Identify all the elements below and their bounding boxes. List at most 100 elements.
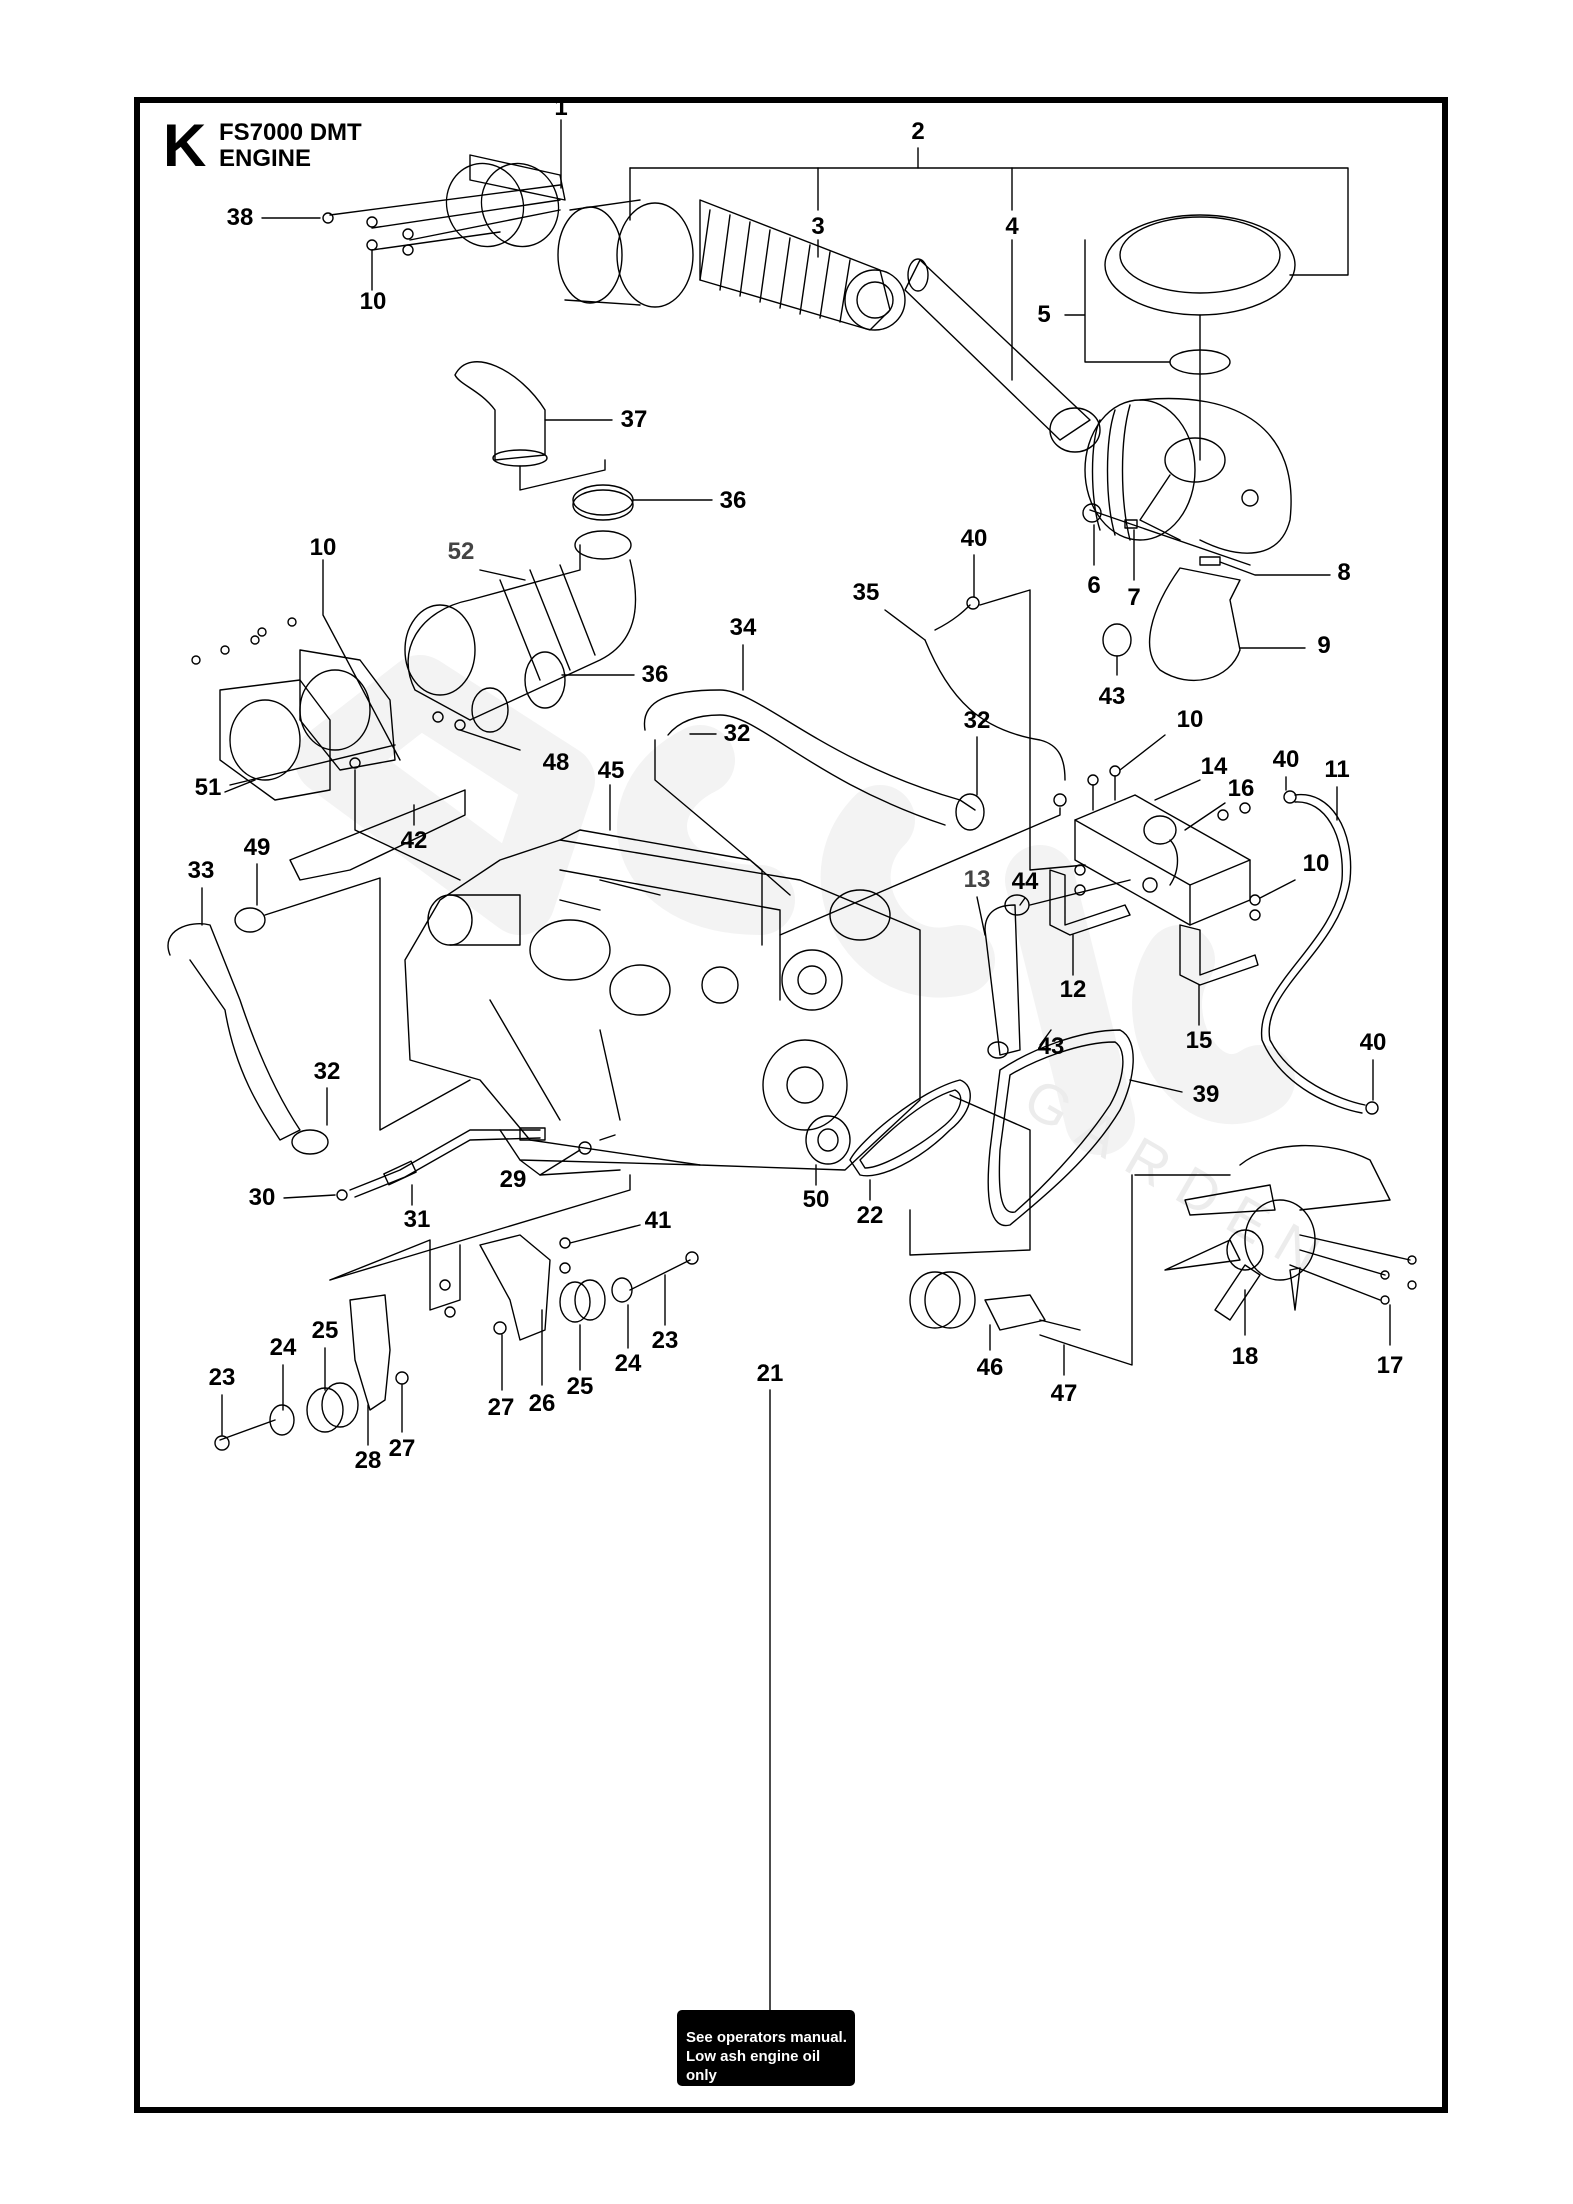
callout-45-engine[interactable]: 45 bbox=[597, 757, 625, 784]
callout-10-screw[interactable]: 10 bbox=[1302, 850, 1330, 877]
callout-50-pulley[interactable]: 50 bbox=[802, 1186, 830, 1213]
callout-3-filter-element[interactable]: 3 bbox=[811, 213, 825, 240]
callout-42-heat-shield[interactable]: 42 bbox=[400, 827, 428, 854]
callout-32-hose-clamp[interactable]: 32 bbox=[313, 1058, 341, 1085]
callout-32-hose-clamp[interactable]: 32 bbox=[963, 707, 991, 734]
callout-17-screw[interactable]: 17 bbox=[1376, 1352, 1404, 1379]
callout-7-fitting[interactable]: 7 bbox=[1127, 584, 1141, 611]
callout-32-hose-clamp[interactable]: 32 bbox=[723, 720, 751, 747]
callout-27-nut[interactable]: 27 bbox=[388, 1435, 416, 1462]
heat-shield bbox=[289, 711, 521, 881]
callout-29-fitting[interactable]: 29 bbox=[499, 1166, 527, 1193]
callout-43-clamp[interactable]: 43 bbox=[1037, 1033, 1065, 1060]
callout-23-bolt[interactable]: 23 bbox=[651, 1327, 679, 1354]
callout-15-bracket[interactable]: 15 bbox=[1185, 1027, 1213, 1054]
callout-44-clamp[interactable]: 44 bbox=[1011, 868, 1039, 895]
engine-mounts bbox=[214, 1174, 699, 1451]
section-title: ENGINE bbox=[219, 145, 312, 172]
callout-10-screw[interactable]: 10 bbox=[359, 288, 387, 315]
callout-16-cap-hose[interactable]: 16 bbox=[1227, 775, 1255, 802]
exhaust-pipe bbox=[454, 361, 613, 491]
air-cleaner-body bbox=[1082, 397, 1292, 581]
callout-25-rubber-mount[interactable]: 25 bbox=[311, 1317, 339, 1344]
callout-24-washer[interactable]: 24 bbox=[614, 1350, 642, 1377]
belt-39 bbox=[987, 1029, 1183, 1227]
callout-12-bracket[interactable]: 12 bbox=[1059, 976, 1087, 1003]
drain-hose bbox=[283, 1127, 616, 1206]
hose-11 bbox=[1260, 776, 1379, 1115]
callout-51-muffler-bracket[interactable]: 51 bbox=[194, 774, 222, 801]
callout-49-clamp[interactable]: 49 bbox=[243, 834, 271, 861]
callout-43-clamp[interactable]: 43 bbox=[1098, 683, 1126, 710]
callout-4-safety-filter[interactable]: 4 bbox=[1005, 213, 1019, 240]
note-line-2: Low ash engine oil only bbox=[686, 2048, 821, 2084]
air-cleaner-bracket bbox=[261, 119, 566, 291]
callout-34-coolant-hose[interactable]: 34 bbox=[729, 614, 757, 641]
callout-37-exhaust-pipe[interactable]: 37 bbox=[620, 406, 648, 433]
callout-9-intake-elbow[interactable]: 9 bbox=[1317, 632, 1331, 659]
callout-41-screw[interactable]: 41 bbox=[644, 1207, 672, 1234]
callout-1-air-cleaner-bracket[interactable]: 1 bbox=[554, 94, 568, 121]
pulley-50 bbox=[805, 1115, 851, 1186]
callout-25-rubber-mount[interactable]: 25 bbox=[566, 1373, 594, 1400]
note-line-1: See operators manual. bbox=[686, 2029, 847, 2046]
callout-40-hose-clip[interactable]: 40 bbox=[960, 525, 988, 552]
callout-26-engine-mount-bracket[interactable]: 26 bbox=[528, 1390, 556, 1417]
fan bbox=[1069, 1144, 1417, 1366]
callout-10-screw[interactable]: 10 bbox=[1176, 706, 1204, 733]
bracket-15 bbox=[1179, 879, 1296, 1026]
engine-block bbox=[404, 784, 921, 1176]
leader-group-2 bbox=[629, 147, 1349, 276]
model-title: FS7000 DMT bbox=[219, 119, 362, 146]
belt-22 bbox=[849, 1079, 971, 1201]
callout-28-engine-mount-bracket[interactable]: 28 bbox=[354, 1447, 382, 1474]
clamp-upper bbox=[572, 484, 713, 521]
callout-14-expansion-tank[interactable]: 14 bbox=[1200, 753, 1228, 780]
callout-47-screw[interactable]: 47 bbox=[1050, 1380, 1078, 1407]
bracket-12 bbox=[1049, 864, 1158, 976]
callout-10-screw[interactable]: 10 bbox=[309, 534, 337, 561]
callout-22-belt[interactable]: 22 bbox=[856, 1202, 884, 1229]
intake-elbow bbox=[1102, 556, 1331, 682]
muffler bbox=[404, 530, 637, 733]
callout-33-coolant-hose[interactable]: 33 bbox=[187, 857, 215, 884]
muffler-bracket bbox=[219, 559, 401, 801]
callout-5-cover-and-clamp[interactable]: 5 bbox=[1037, 301, 1051, 328]
bolts-row bbox=[191, 617, 297, 665]
callout-48-screw[interactable]: 48 bbox=[542, 749, 570, 776]
callout-36-clamp[interactable]: 36 bbox=[719, 487, 747, 514]
coolant-hose-34 bbox=[643, 644, 985, 946]
fan-spacer bbox=[909, 1094, 1081, 1376]
callout-40-hose-clip[interactable]: 40 bbox=[1272, 746, 1300, 773]
hose-13 bbox=[976, 879, 1131, 1059]
callout-31-drain-hose[interactable]: 31 bbox=[403, 1206, 431, 1233]
diagram-frame bbox=[134, 97, 1448, 2113]
callout-8-clamp-strap[interactable]: 8 bbox=[1337, 559, 1351, 586]
callout-6-dust-valve[interactable]: 6 bbox=[1087, 572, 1101, 599]
callout-21-decal[interactable]: 21 bbox=[756, 1360, 784, 1387]
hose-35 bbox=[779, 554, 1086, 936]
filter-element bbox=[699, 199, 906, 331]
callout-2-air-filter-assembly[interactable]: 2 bbox=[911, 118, 925, 145]
coolant-hose-33 bbox=[167, 863, 471, 1155]
callout-39-belt[interactable]: 39 bbox=[1192, 1081, 1220, 1108]
engine-oil-note: See operators manual. Low ash engine oil… bbox=[677, 2010, 855, 2086]
callout-24-washer[interactable]: 24 bbox=[269, 1334, 297, 1361]
callout-13-hose[interactable]: 13 bbox=[963, 866, 991, 893]
callout-27-nut[interactable]: 27 bbox=[487, 1394, 515, 1421]
callout-18-fan[interactable]: 18 bbox=[1231, 1343, 1259, 1370]
callout-36-clamp[interactable]: 36 bbox=[641, 661, 669, 688]
callout-52-muffler[interactable]: 52 bbox=[447, 538, 475, 565]
callout-38-screw[interactable]: 38 bbox=[226, 204, 254, 231]
clamp-lower bbox=[524, 651, 635, 709]
filter-housing bbox=[557, 199, 694, 308]
callout-40-hose-clip[interactable]: 40 bbox=[1359, 1029, 1387, 1056]
callout-46-fan-spacer[interactable]: 46 bbox=[976, 1354, 1004, 1381]
callout-35-hose[interactable]: 35 bbox=[852, 579, 880, 606]
callout-11-hose[interactable]: 11 bbox=[1324, 756, 1350, 783]
callout-23-bolt[interactable]: 23 bbox=[208, 1364, 236, 1391]
section-letter: K bbox=[163, 112, 207, 179]
callout-30-fitting[interactable]: 30 bbox=[248, 1184, 276, 1211]
filter-cover bbox=[1064, 214, 1296, 461]
